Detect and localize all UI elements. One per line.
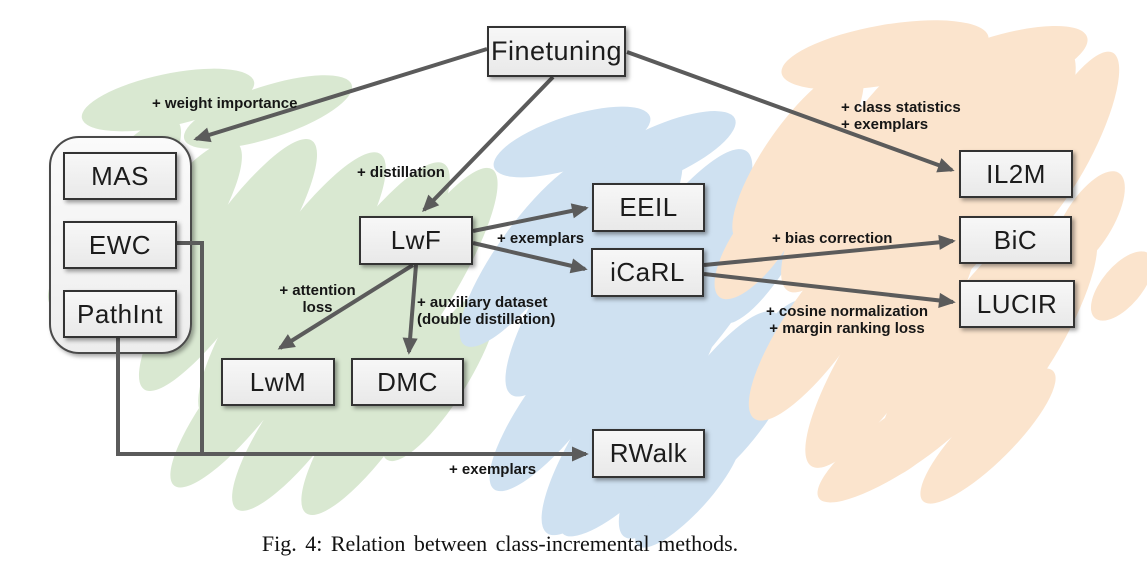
node-label: EEIL bbox=[619, 192, 678, 222]
edge-lwf-to-eeil bbox=[472, 203, 589, 233]
edge-lwf-to-icarl bbox=[472, 241, 588, 274]
node-rwalk: RWalk bbox=[592, 429, 705, 478]
node-label: LUCIR bbox=[976, 288, 1058, 319]
node-pathint: PathInt bbox=[63, 290, 177, 338]
label-exemplars-mid: + exemplars bbox=[497, 230, 585, 247]
node-ewc: EWC bbox=[63, 221, 177, 269]
label-attention-loss: + attention loss bbox=[270, 282, 365, 316]
node-label: BiC bbox=[993, 224, 1038, 255]
label-bias-correction: + bias correction bbox=[772, 230, 893, 247]
label-line: + class statistics bbox=[841, 99, 961, 116]
edge-ewc-connector bbox=[176, 241, 204, 456]
label-auxiliary-dataset: + auxiliary dataset (double distillation… bbox=[417, 294, 556, 328]
node-dmc: DMC bbox=[351, 358, 464, 406]
node-lucir: LUCIR bbox=[959, 280, 1075, 328]
label-line: + cosine normalization bbox=[765, 303, 929, 320]
node-il2m: IL2M bbox=[959, 150, 1073, 198]
node-label: PathInt bbox=[77, 298, 163, 329]
label-line: + auxiliary dataset bbox=[417, 294, 548, 311]
node-label: Finetuning bbox=[490, 36, 623, 66]
node-mas: MAS bbox=[63, 152, 177, 200]
node-icarl: iCaRL bbox=[591, 248, 704, 297]
label-weight-importance: + weight importance bbox=[152, 95, 298, 112]
label-line: + attention bbox=[279, 282, 356, 299]
label-line: (double distillation) bbox=[417, 310, 556, 328]
node-label: LwM bbox=[249, 366, 307, 397]
node-lwm: LwM bbox=[221, 358, 335, 406]
node-bic: BiC bbox=[959, 216, 1072, 264]
edge-finetuning-to-lwf bbox=[422, 75, 555, 213]
node-label: DMC bbox=[377, 366, 438, 397]
edge-pathint-to-rwalk bbox=[116, 337, 589, 462]
edge-lwf-to-dmc bbox=[402, 264, 418, 355]
node-label: iCaRL bbox=[610, 257, 685, 287]
node-label: MAS bbox=[91, 160, 149, 191]
node-lwf: LwF bbox=[359, 216, 473, 265]
node-finetuning: Finetuning bbox=[487, 26, 626, 77]
label-line: loss bbox=[302, 298, 333, 316]
node-label: EWC bbox=[88, 229, 152, 260]
node-eeil: EEIL bbox=[592, 183, 705, 232]
edge-finetuning-to-il2m bbox=[626, 50, 955, 173]
label-distillation: + distillation bbox=[357, 164, 445, 181]
label-exemplars-bottom: + exemplars bbox=[449, 461, 537, 478]
label-line: + margin ranking loss bbox=[769, 319, 925, 337]
node-label: IL2M bbox=[986, 158, 1046, 189]
node-label: LwF bbox=[390, 225, 442, 255]
node-label: RWalk bbox=[609, 438, 688, 468]
edge-icarl-to-bic bbox=[703, 234, 956, 267]
label-cosine-margin: + cosine normalization + margin ranking … bbox=[758, 303, 936, 337]
figure-caption: Fig. 4: Relation between class-increment… bbox=[261, 531, 739, 556]
edge-finetuning-to-regularization-group bbox=[193, 47, 488, 143]
label-class-statistics: + class statistics + exemplars bbox=[841, 99, 961, 133]
edge-lwf-to-lwm bbox=[277, 263, 415, 350]
edge-icarl-to-lucir bbox=[703, 272, 956, 308]
label-line: + exemplars bbox=[841, 115, 929, 133]
